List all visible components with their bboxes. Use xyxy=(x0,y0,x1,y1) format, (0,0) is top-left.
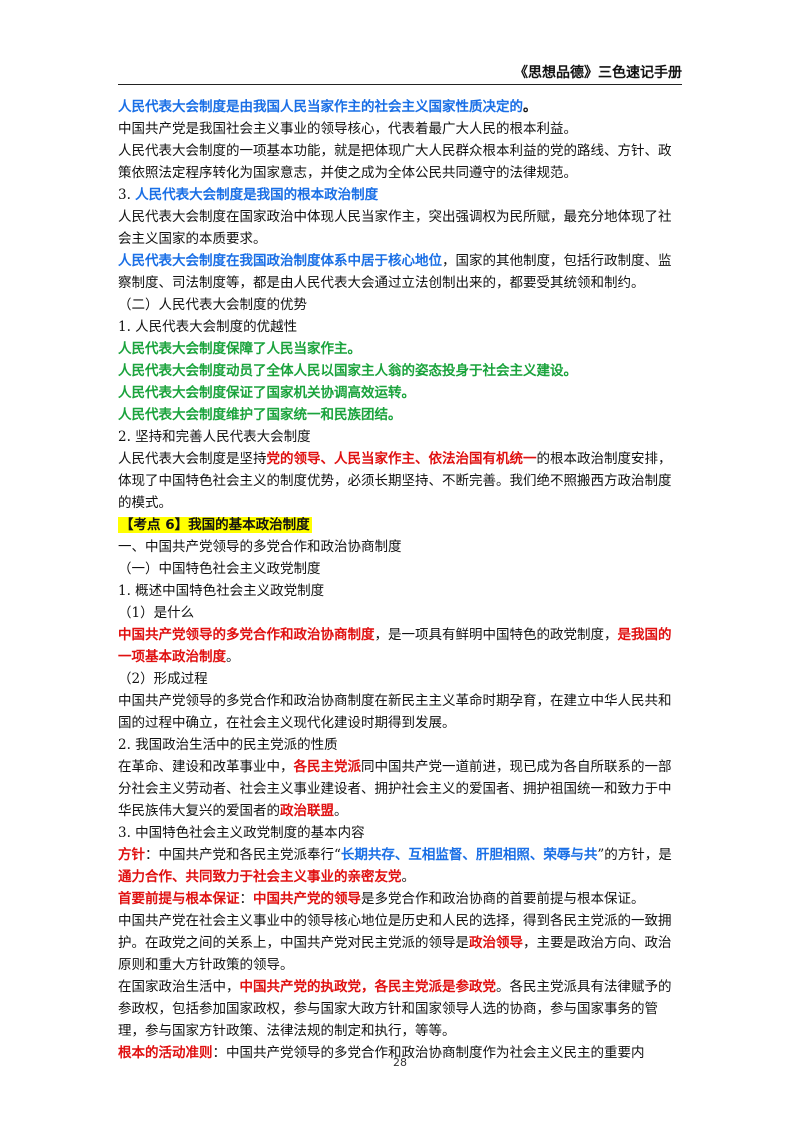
document-body: 人民代表大会制度是由我国人民当家作主的社会主义国家性质决定的。中国共产党是我国社… xyxy=(118,96,682,1064)
text-line: 人民代表大会制度是坚持党的领导、人民当家作主、依法治国有机统一的根本政治制度安排… xyxy=(118,448,682,514)
body-text: 1. 人民代表大会制度的优越性 xyxy=(118,319,298,335)
body-text: 人民代表大会制度是坚持 xyxy=(118,451,267,467)
body-text: 中国共产党是我国社会主义事业的领导核心，代表着最广大人民的根本利益。 xyxy=(118,121,577,137)
body-text: 3. 中国特色社会主义政党制度的基本内容 xyxy=(118,825,365,841)
emphasis-text: 人民代表大会制度动员了全体人民以国家主人翁的姿态投身于社会主义建设。 xyxy=(118,363,577,379)
section-heading: 【考点 6】我国的基本政治制度 xyxy=(118,517,312,533)
text-line: 在革命、建设和改革事业中，各民主党派同中国共产党一道前进，现已成为各自所联系的一… xyxy=(118,756,682,822)
body-text: ”的方针，是 xyxy=(597,847,672,863)
emphasis-text: 通力合作、共同致力于社会主义事业的亲密友党 xyxy=(118,869,402,885)
text-line: 3. 中国特色社会主义政党制度的基本内容 xyxy=(118,822,682,844)
emphasis-text: 方针 xyxy=(118,847,145,863)
body-text: 2. 坚持和完善人民代表大会制度 xyxy=(118,429,311,445)
body-text: 。 xyxy=(334,803,348,819)
text-line: 中国共产党在社会主义事业中的领导核心地位是历史和人民的选择，得到各民主党派的一致… xyxy=(118,910,682,976)
emphasis-text: 中国共产党的执政党，各民主党派是参政党 xyxy=(239,979,497,995)
emphasis-text: 人民代表大会制度在我国政治制度体系中居于核心地位 xyxy=(118,253,442,269)
body-text: 在国家政治生活中， xyxy=(118,979,240,995)
body-text: ：中国共产党和各民主党派奉行“ xyxy=(145,847,341,863)
emphasis-text: 中国共产党领导的多党合作和政治协商制度 xyxy=(118,627,375,643)
body-text: 。 xyxy=(401,869,416,885)
emphasis-text: 中国共产党的领导 xyxy=(253,891,361,907)
body-text: 1. 概述中国特色社会主义政党制度 xyxy=(118,583,325,599)
header-title: 《思想品德》三色速记手册 xyxy=(514,65,682,81)
emphasis-text: 人民代表大会制度维护了国家统一和民族团结。 xyxy=(118,407,402,423)
text-line: 方针：中国共产党和各民主党派奉行“长期共存、互相监督、肝胆相照、荣辱与共”的方针… xyxy=(118,844,682,888)
text-line: （二）人民代表大会制度的优势 xyxy=(118,294,682,316)
body-text: 在革命、建设和改革事业中， xyxy=(118,759,294,775)
body-text: 的根本政治制度安排，体现了中国特色社会主义的制度优势，必须长期坚持、不断完善。我… xyxy=(118,451,672,511)
emphasis-text: 人民代表大会制度是我国的根本政治制度 xyxy=(135,187,379,203)
text-line: （1）是什么 xyxy=(118,602,682,624)
emphasis-text: 人民代表大会制度保证了国家机关协调高效运转。 xyxy=(118,385,415,401)
text-line: （一）中国特色社会主义政党制度 xyxy=(118,558,682,580)
text-line: 2. 坚持和完善人民代表大会制度 xyxy=(118,426,682,448)
text-line: 中国共产党领导的多党合作和政治协商制度在新民主主义革命时期孕育，在建立中华人民共… xyxy=(118,690,682,734)
body-text: 3. xyxy=(118,187,136,203)
text-line: 人民代表大会制度维护了国家统一和民族团结。 xyxy=(118,404,682,426)
emphasis-text: 根本的活动准则 xyxy=(118,1045,213,1061)
text-line: 首要前提与根本保证：中国共产党的领导是多党合作和政治协商的首要前提与根本保证。 xyxy=(118,888,682,910)
body-text: ，国家的其他制度，包括行政制度、监察制度、司法制度等，都是由人民代表大会通过立法… xyxy=(118,253,672,291)
body-text: 同中国共产党一道前进，现已成为各自所联系的一部分社会主义劳动者、社会主义事业建设… xyxy=(118,759,672,819)
body-text: （1）是什么 xyxy=(118,605,195,621)
text-line: 3. 人民代表大会制度是我国的根本政治制度 xyxy=(118,184,682,206)
text-line: 人民代表大会制度的一项基本功能，就是把体现广大人民群众根本利益的党的路线、方针、… xyxy=(118,140,682,184)
emphasis-text: 政治领导 xyxy=(469,935,523,951)
emphasis-text: 。 xyxy=(523,99,537,115)
text-line: 中国共产党领导的多党合作和政治协商制度，是一项具有鲜明中国特色的政党制度，是我国… xyxy=(118,624,682,668)
body-text: 2. 我国政治生活中的民主党派的性质 xyxy=(118,737,338,753)
text-line: 人民代表大会制度动员了全体人民以国家主人翁的姿态投身于社会主义建设。 xyxy=(118,360,682,382)
text-line: 人民代表大会制度保障了人民当家作主。 xyxy=(118,338,682,360)
body-text: 一、中国共产党领导的多党合作和政治协商制度 xyxy=(118,539,402,555)
page-number: 28 xyxy=(393,1056,407,1069)
text-line: 一、中国共产党领导的多党合作和政治协商制度 xyxy=(118,536,682,558)
body-text: 是多党合作和政治协商的首要前提与根本保证。 xyxy=(361,891,645,907)
body-text: 。各民主党派具有法律赋予的参政权，包括参加国家政权，参与国家大政方针和国家领导人… xyxy=(118,979,672,1039)
body-text: ： xyxy=(239,891,254,907)
emphasis-text: 人民代表大会制度是由我国人民当家作主的社会主义国家性质决定的 xyxy=(118,99,523,115)
text-line: 人民代表大会制度是由我国人民当家作主的社会主义国家性质决定的。 xyxy=(118,96,682,118)
emphasis-text: 各民主党派 xyxy=(293,759,362,775)
text-line: 1. 人民代表大会制度的优越性 xyxy=(118,316,682,338)
body-text: 人民代表大会制度在国家政治中体现人民当家作主，突出强调权为民所赋，最充分地体现了… xyxy=(118,209,672,247)
body-text: 中国共产党领导的多党合作和政治协商制度在新民主主义革命时期孕育，在建立中华人民共… xyxy=(118,693,672,731)
emphasis-text: 是我国的一项基本政治制度 xyxy=(118,627,672,665)
body-text: ，主要是政治方向、政治原则和重大方针政策的领导。 xyxy=(118,935,672,973)
emphasis-text: 政治联盟 xyxy=(280,803,334,819)
text-line: 1. 概述中国特色社会主义政党制度 xyxy=(118,580,682,602)
body-text: 。 xyxy=(226,649,240,665)
body-text: （一）中国特色社会主义政党制度 xyxy=(118,561,321,577)
text-line: 中国共产党是我国社会主义事业的领导核心，代表着最广大人民的根本利益。 xyxy=(118,118,682,140)
body-text: ：中国共产党领导的多党合作和政治协商制度作为社会主义民主的重要内 xyxy=(212,1045,645,1061)
page-header: 《思想品德》三色速记手册 xyxy=(118,62,682,85)
text-line: 人民代表大会制度在国家政治中体现人民当家作主，突出强调权为民所赋，最充分地体现了… xyxy=(118,206,682,250)
emphasis-text: 长期共存、互相监督、肝胆相照、荣辱与共 xyxy=(340,847,598,863)
body-text: （二）人民代表大会制度的优势 xyxy=(118,297,307,313)
body-text: ，是一项具有鲜明中国特色的政党制度， xyxy=(374,627,618,643)
text-line: 人民代表大会制度保证了国家机关协调高效运转。 xyxy=(118,382,682,404)
emphasis-text: 党的领导、人民当家作主、依法治国有机统一 xyxy=(266,451,537,467)
emphasis-text: 首要前提与根本保证 xyxy=(118,891,240,907)
text-line: 根本的活动准则：中国共产党领导的多党合作和政治协商制度作为社会主义民主的重要内 xyxy=(118,1042,682,1064)
body-text: 人民代表大会制度的一项基本功能，就是把体现广大人民群众根本利益的党的路线、方针、… xyxy=(118,143,672,181)
emphasis-text: 人民代表大会制度保障了人民当家作主。 xyxy=(118,341,361,357)
text-line: （2）形成过程 xyxy=(118,668,682,690)
body-text: （2）形成过程 xyxy=(118,671,208,687)
text-line: 【考点 6】我国的基本政治制度 xyxy=(118,514,682,536)
body-text: 中国共产党在社会主义事业中的领导核心地位是历史和人民的选择，得到各民主党派的一致… xyxy=(118,913,672,951)
text-line: 人民代表大会制度在我国政治制度体系中居于核心地位，国家的其他制度，包括行政制度、… xyxy=(118,250,682,294)
text-line: 2. 我国政治生活中的民主党派的性质 xyxy=(118,734,682,756)
text-line: 在国家政治生活中，中国共产党的执政党，各民主党派是参政党。各民主党派具有法律赋予… xyxy=(118,976,682,1042)
